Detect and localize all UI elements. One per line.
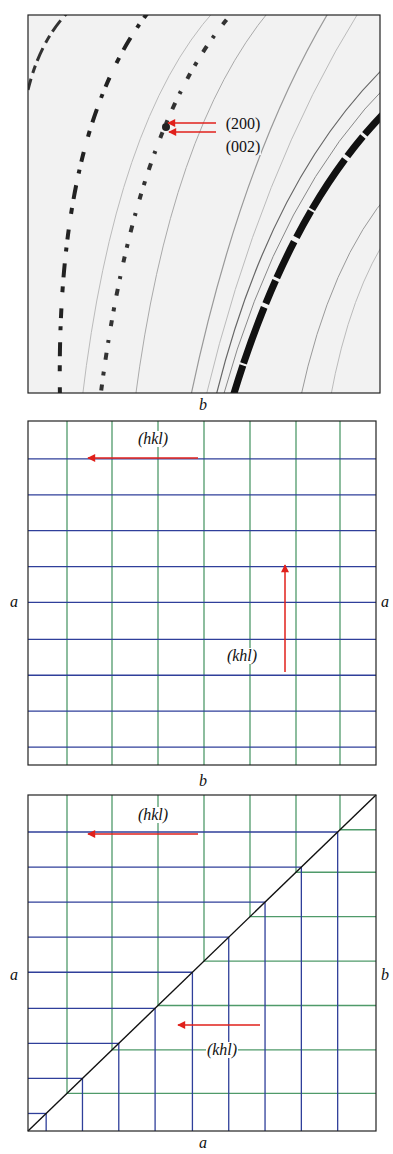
lattice-line — [295, 421, 296, 765]
lattice-line — [28, 494, 376, 495]
lattice-line — [28, 866, 301, 867]
lattice-line — [204, 960, 376, 961]
lattice-line — [28, 530, 376, 531]
lattice-line — [264, 902, 265, 1131]
lattice-line — [28, 639, 376, 640]
panel-frame — [28, 795, 376, 1131]
lattice-line — [82, 1078, 83, 1131]
diffraction-ring — [205, 15, 360, 393]
direction-arrow — [88, 833, 198, 835]
plane-label: (hkl) — [137, 807, 169, 823]
diffraction-ring — [215, 60, 380, 393]
lattice-line — [295, 795, 296, 872]
lattice-line — [28, 711, 376, 712]
lattice-line — [28, 937, 229, 938]
lattice-line — [296, 872, 376, 873]
lattice-line — [28, 458, 376, 459]
diffraction-rings — [28, 15, 380, 393]
lattice-line — [28, 675, 376, 676]
panel-frame — [28, 421, 376, 765]
lattice-line — [228, 937, 229, 1131]
pointer-arrow — [169, 131, 216, 133]
twin-boundary — [28, 795, 376, 1131]
lattice-line — [111, 795, 112, 1050]
lattice-line — [339, 795, 340, 830]
lattice-line — [192, 972, 193, 1131]
axis-label: b — [198, 397, 208, 413]
lattice-line — [28, 831, 338, 832]
lattice-line — [340, 829, 376, 830]
lattice-line — [112, 1049, 376, 1050]
lattice-line — [28, 746, 376, 747]
reflection-index: (002) — [225, 139, 262, 155]
lattice-line — [339, 421, 340, 765]
lattice-line — [28, 602, 376, 603]
lattice-line — [337, 832, 338, 1131]
lattice-line — [118, 1043, 119, 1131]
plane-label: (khl) — [226, 648, 258, 664]
plane-label: (hkl) — [137, 431, 169, 447]
diffraction-ring — [330, 230, 380, 393]
diffraction-ring — [82, 15, 215, 393]
diffraction-ring — [222, 80, 380, 393]
lattice-grid — [28, 421, 376, 765]
lattice-line — [157, 421, 158, 765]
lattice-line — [111, 421, 112, 765]
lattice-line — [154, 1008, 155, 1131]
lattice-line — [250, 916, 376, 917]
lattice-line — [28, 1008, 155, 1009]
pointer-arrow — [168, 122, 216, 124]
lattice-line — [249, 795, 250, 917]
lattice-line — [28, 901, 265, 902]
diffraction-ring — [28, 15, 70, 90]
lattice-line — [301, 867, 302, 1131]
diffraction-spot — [162, 123, 170, 131]
axis-label: a — [380, 594, 390, 610]
lattice-line — [28, 1113, 46, 1114]
lattice-line — [158, 1005, 376, 1006]
twinned-lattice-grid — [28, 795, 376, 1131]
direction-arrow — [284, 565, 286, 672]
reflection-index: (200) — [225, 116, 262, 132]
direction-arrow — [88, 457, 198, 459]
axis-label: b — [380, 967, 390, 983]
lattice-line — [203, 421, 204, 765]
diffraction-ring — [100, 15, 235, 393]
direction-arrow — [178, 1024, 260, 1026]
lattice-line — [157, 795, 158, 1005]
panel-frame — [28, 15, 380, 393]
lattice-line — [46, 1113, 47, 1131]
lattice-line — [67, 1093, 376, 1094]
lattice-line — [28, 972, 192, 973]
lattice-line — [249, 421, 250, 765]
diffraction-ring — [300, 190, 380, 393]
lattice-line — [66, 421, 67, 765]
axis-label: a — [9, 967, 19, 983]
panel-ground — [28, 795, 376, 1131]
lattice-line — [203, 795, 204, 961]
lattice-line — [66, 795, 67, 1093]
lattice-line — [28, 1078, 82, 1079]
panel-ground — [28, 421, 376, 765]
axis-label: b — [198, 773, 208, 789]
diffraction-ring — [190, 15, 330, 393]
lattice-line — [28, 1043, 119, 1044]
axis-label: a — [9, 594, 19, 610]
diffraction-ring — [60, 15, 150, 393]
axis-label: a — [198, 1135, 208, 1151]
plane-label: (khl) — [206, 1042, 238, 1058]
lattice-line — [28, 566, 376, 567]
